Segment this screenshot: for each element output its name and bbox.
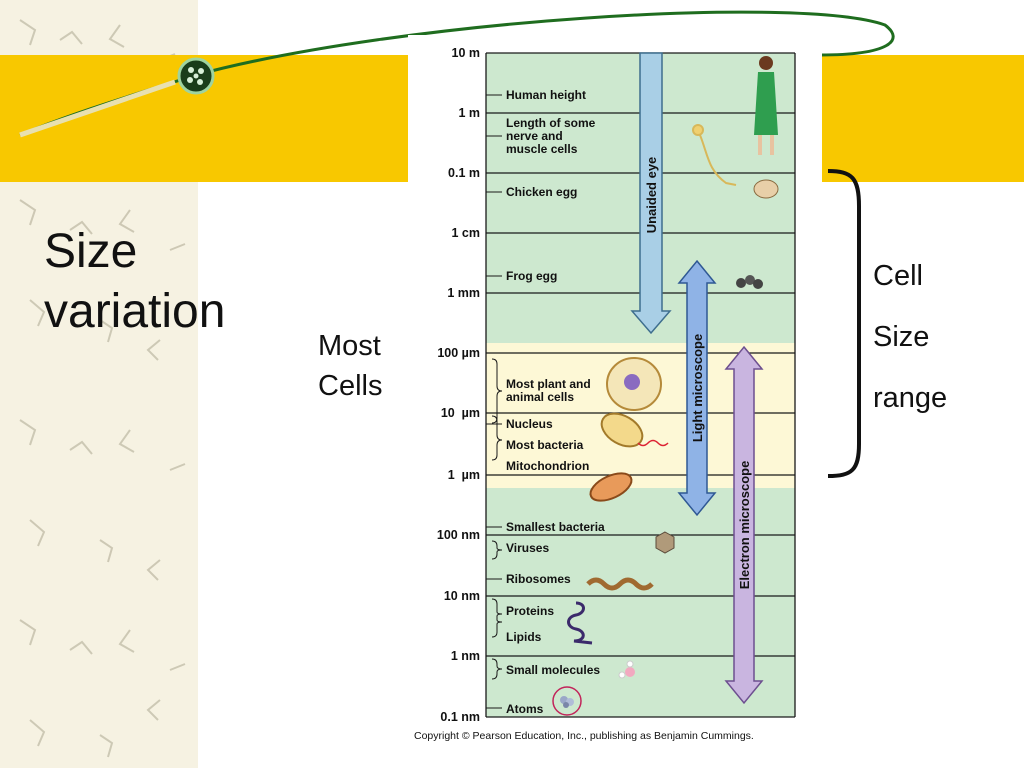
item-human-height: Human height — [506, 88, 586, 102]
tick-1um: 1 µm — [448, 468, 480, 482]
item-atoms: Atoms — [506, 702, 544, 716]
mitochondrion-icon — [589, 472, 633, 502]
item-plant-animal-cells-line2: animal cells — [506, 390, 574, 404]
tick-0.1m: 0.1 m — [448, 166, 480, 180]
item-nerve-muscle-line1: Length of some — [506, 116, 596, 130]
unaided-eye-arrow: Unaided eye — [630, 52, 672, 335]
copyright-text: Copyright © Pearson Education, Inc., pub… — [414, 730, 754, 742]
small-molecule-icon — [618, 660, 635, 679]
virus-icon — [655, 531, 675, 554]
tick-10um: 10 µm — [441, 406, 480, 420]
frog-egg-icon — [736, 275, 763, 289]
tick-1m: 1 m — [458, 106, 480, 120]
tick-100nm: 100 nm — [437, 528, 480, 542]
item-nerve-muscle-line3: muscle cells — [506, 142, 578, 156]
light-microscope-label: Light microscope — [690, 334, 705, 442]
item-plant-animal-cells-line1: Most plant and — [506, 377, 591, 391]
nerve-cell-icon — [692, 124, 737, 186]
slide-title: Size variation — [44, 225, 226, 338]
electron-microscope-arrow: Electron microscope — [724, 345, 764, 705]
bacterium-icon — [600, 412, 644, 448]
item-viruses: Viruses — [506, 541, 549, 555]
human-icon — [754, 56, 778, 155]
item-nerve-muscle-line2: nerve and — [506, 129, 563, 143]
ribosome-icon — [586, 577, 654, 591]
electron-microscope-label: Electron microscope — [737, 461, 752, 590]
cell-size-range-label: Cell Size range — [873, 260, 948, 414]
tick-1mm: 1 mm — [447, 286, 480, 300]
cell-icon — [177, 57, 215, 95]
item-most-bacteria: Most bacteria — [506, 438, 584, 452]
tick-1cm: 1 cm — [452, 226, 481, 240]
tick-0.1nm: 0.1 nm — [440, 710, 480, 724]
tick-10m: 10 m — [452, 46, 481, 60]
item-chicken-egg: Chicken egg — [506, 185, 577, 199]
item-proteins: Proteins — [506, 604, 554, 618]
light-microscope-arrow: Light microscope — [677, 259, 717, 517]
unaided-eye-label: Unaided eye — [644, 157, 659, 234]
most-cells-label: Most Cells — [318, 330, 383, 402]
item-smallest-bacteria: Smallest bacteria — [506, 520, 605, 534]
item-frog-egg: Frog egg — [506, 269, 557, 283]
item-nucleus: Nucleus — [506, 417, 553, 431]
tick-100um: 100 µm — [437, 346, 480, 360]
cell-size-brace — [827, 169, 861, 478]
item-ribosomes: Ribosomes — [506, 572, 571, 586]
yellow-band-right — [821, 55, 1024, 182]
item-lipids: Lipids — [506, 630, 542, 644]
item-mitochondrion: Mitochondrion — [506, 459, 589, 473]
tick-10nm: 10 nm — [444, 589, 480, 603]
chicken-egg-icon — [753, 179, 779, 199]
tick-1nm: 1 nm — [451, 649, 480, 663]
atom-icon — [552, 686, 582, 716]
protein-icon — [567, 601, 593, 645]
item-small-molecules: Small molecules — [506, 663, 600, 677]
size-scale-figure: 10 m 1 m 0.1 m 1 cm 1 mm 100 µm 10 µm 1 … — [408, 35, 822, 730]
